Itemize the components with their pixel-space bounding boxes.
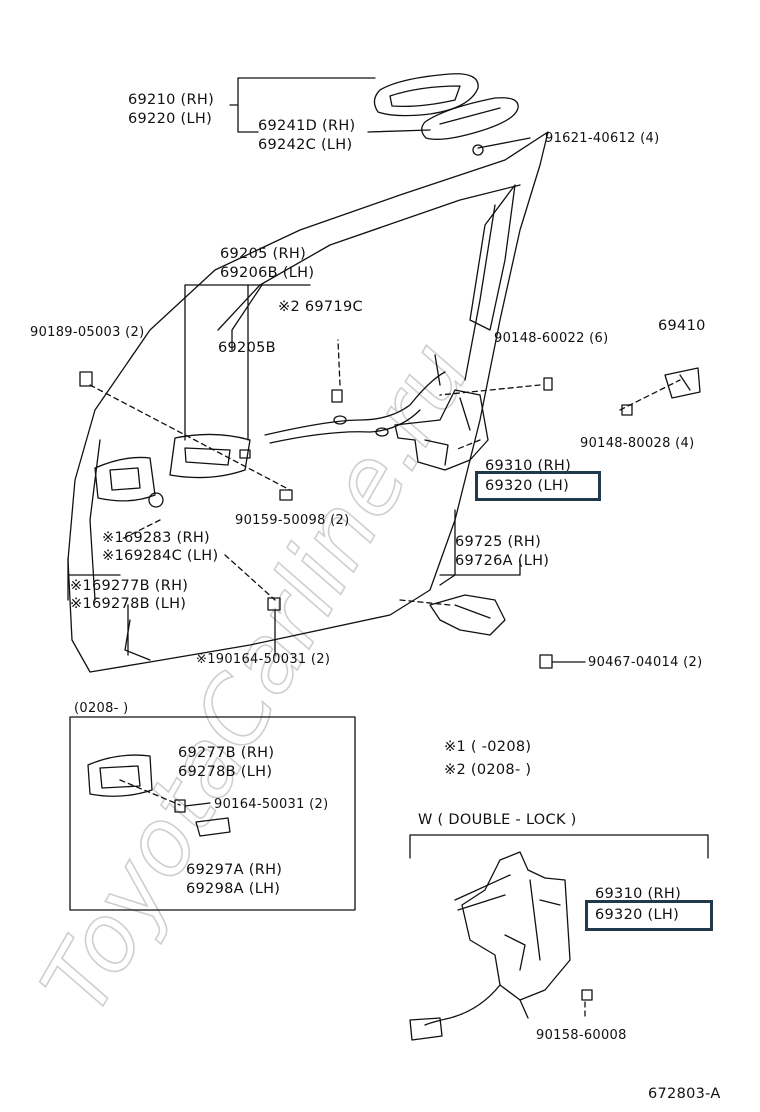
- diagram-reference: 672803-A: [648, 1086, 721, 1102]
- label-69310-upper: 69310 (RH): [485, 458, 572, 474]
- lock-rods: [264, 354, 446, 444]
- label-90159: 90159-50098 (2): [235, 513, 350, 528]
- leader-69205: [184, 284, 311, 441]
- label-90148-80028: 90148-80028 (4): [580, 436, 695, 451]
- label-69410: 69410: [658, 318, 706, 334]
- striker-shape: [664, 367, 701, 399]
- label-69320-upper: 69320 (LH): [485, 478, 570, 494]
- inset-screw-shape: [174, 799, 211, 813]
- label-69205B: 69205B: [218, 340, 276, 356]
- label-69298A: 69298A (LH): [186, 881, 281, 897]
- label-69220: 69220 (LH): [128, 111, 213, 127]
- leader-69725: [439, 509, 521, 586]
- label-90189: 90189-05003 (2): [30, 325, 145, 340]
- double-lock-rods: [454, 874, 511, 911]
- leader-91621: [477, 137, 531, 149]
- label-69210: 69210 (RH): [128, 92, 215, 108]
- leader-169277B: [67, 557, 129, 656]
- label-190164: ※190164-50031 (2): [196, 652, 331, 667]
- double-lock-assembly-shape: [461, 851, 571, 1001]
- cable-bracket-shape: [429, 594, 506, 636]
- bolt-90158: [581, 989, 593, 1001]
- dashed-leaders: [89, 339, 681, 806]
- label-69242C: 69242C (LH): [258, 137, 353, 153]
- highlight-69320-upper: [475, 471, 601, 501]
- label-91621: 91621-40612 (4): [545, 131, 660, 146]
- highlight-69320-lower: [585, 900, 713, 931]
- label-69310-lower: 69310 (RH): [595, 886, 682, 902]
- window-sash: [469, 184, 516, 331]
- label-90148-60022: 90148-60022 (6): [494, 331, 609, 346]
- label-69277B: 69277B (RH): [178, 745, 275, 761]
- label-69206B: 69206B (LH): [220, 265, 315, 281]
- label-90467: 90467-04014 (2): [588, 655, 703, 670]
- label-169277B: ※169277B (RH): [70, 578, 189, 594]
- outer-handle-shape: [373, 73, 479, 117]
- note-2: ※2 (0208- ): [444, 762, 532, 778]
- inset-cap-shape: [195, 817, 231, 837]
- inset-bezel-shape: [87, 754, 153, 797]
- inner-handle-shape: [169, 433, 251, 479]
- double-lock-wiring: [409, 984, 529, 1041]
- door-frame-inner: [217, 184, 521, 381]
- bezel-shape: [94, 456, 156, 502]
- double-lock-bracket: [409, 834, 709, 859]
- label-69320-lower: 69320 (LH): [595, 907, 680, 923]
- label-69278B: 69278B (LH): [178, 764, 273, 780]
- label-90158: 90158-60008: [536, 1028, 627, 1043]
- label-69241D: 69241D (RH): [258, 118, 356, 134]
- door-lock-assembly-shape: [394, 389, 489, 471]
- note-1: ※1 ( -0208): [444, 739, 532, 755]
- bolts: [267, 377, 633, 669]
- label-double-lock: W ( DOUBLE - LOCK ): [418, 812, 577, 828]
- label-box-period: (0208- ): [74, 701, 129, 716]
- door-frame-outline: [67, 131, 549, 673]
- label-69725: 69725 (RH): [455, 534, 542, 550]
- label-169284C: ※169284C (LH): [102, 548, 219, 564]
- rod-clips: [333, 415, 389, 437]
- clips: [79, 371, 251, 459]
- inset-box-0208: [69, 716, 356, 911]
- label-69726A: 69726A (LH): [455, 553, 550, 569]
- label-169278B: ※169278B (LH): [70, 596, 187, 612]
- label-69719C: ※2 69719C: [278, 299, 363, 315]
- outer-handle-frame-shape: [421, 97, 519, 140]
- label-90164: 90164-50031 (2): [214, 797, 329, 812]
- leader-69210: [229, 77, 431, 133]
- label-69297A: 69297A (RH): [186, 862, 283, 878]
- label-69205: 69205 (RH): [220, 246, 307, 262]
- label-169283: ※169283 (RH): [102, 530, 211, 546]
